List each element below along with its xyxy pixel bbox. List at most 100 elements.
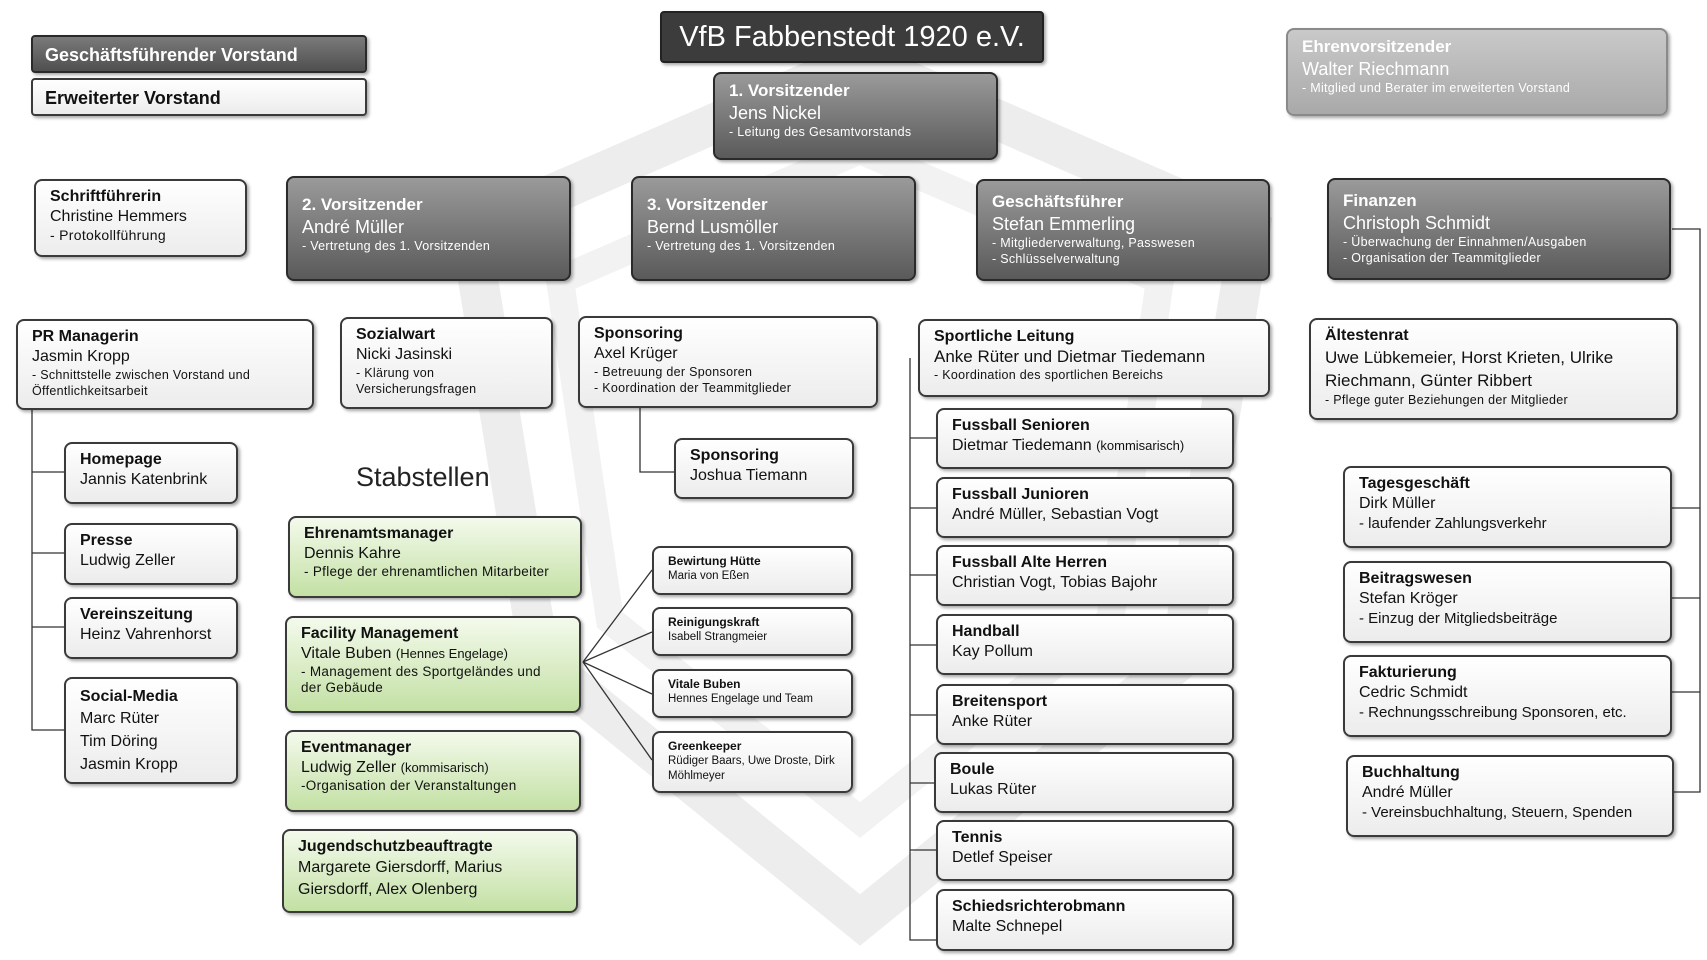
person-name: Maria von Eßen: [668, 570, 750, 582]
name-note: (Hennes Engelage): [395, 646, 508, 661]
person-name-line: Dietmar Tiedemann (kommisarisch): [952, 436, 1222, 456]
role-label: Homepage: [80, 451, 162, 468]
boule-box: Boule Lukas Rüter: [934, 752, 1234, 813]
person-name: Ludwig Zeller: [80, 552, 176, 569]
person-name: André Müller, Sebastian Vogt: [952, 506, 1159, 523]
person-name: Ludwig Zeller: [301, 759, 397, 776]
role-label: Sponsoring: [594, 325, 683, 342]
duty-text: - Vertretung des 1. Vorsitzenden: [302, 239, 491, 253]
role-label: Sozialwart: [356, 326, 436, 343]
duty-text: - Mitgliederverwaltung, Passwesen: [992, 236, 1196, 250]
role-label: Fussball Alte Herren: [952, 554, 1108, 571]
hut-catering-box: Bewirtung Hütte Maria von Eßen: [652, 546, 853, 595]
person-name: Marc Rüter: [80, 710, 160, 727]
role-label: Facility Management: [301, 625, 459, 642]
finance-box: Finanzen Christoph Schmidt - Überwachung…: [1327, 178, 1671, 280]
person-name: Margarete Giersdorff, Marius Giersdorff,…: [298, 859, 503, 898]
person-name: Tim Döring: [80, 733, 158, 750]
duty-text: - Schnittstelle zwischen Vorstand und: [32, 368, 251, 382]
sponsoring-sub-box: Sponsoring Joshua Tiemann: [674, 438, 854, 499]
role-label: Jugendschutzbeauftragte: [298, 838, 493, 855]
homepage-box: Homepage Jannis Katenbrink: [64, 442, 238, 504]
club-title-text: VfB Fabbenstedt 1920 e.V.: [679, 21, 1025, 53]
greenkeeper-box: Greenkeeper Rüdiger Baars, Uwe Droste, D…: [652, 731, 853, 793]
person-name: Jasmin Kropp: [80, 756, 178, 773]
duty-text: Versicherungsfragen: [356, 382, 477, 396]
elders-council-box: Ältestenrat Uwe Lübkemeier, Horst Kriete…: [1309, 318, 1678, 420]
role-label: Finanzen: [1343, 191, 1417, 210]
duty-text: - Koordination der Teammitglieder: [594, 381, 792, 395]
manager-box: Geschäftsführer Stefan Emmerling - Mitgl…: [976, 179, 1270, 281]
sport-lead-box: Sportliche Leitung Anke Rüter und Dietma…: [918, 319, 1270, 397]
duty-text: - Leitung des Gesamtvorstands: [729, 125, 912, 139]
person-name: Nicki Jasinski: [356, 346, 453, 363]
popular-sports-box: Breitensport Anke Rüter: [936, 684, 1234, 745]
person-name: Dietmar Tiedemann: [952, 437, 1092, 454]
role-label: Ehrenamtsmanager: [304, 525, 454, 542]
person-name: Dirk Müller: [1359, 495, 1436, 512]
person-name: Walter Riechmann: [1302, 59, 1450, 79]
person-name: Vitale Buben: [301, 645, 392, 662]
role-label: Ältestenrat: [1325, 327, 1409, 344]
tennis-box: Tennis Detlef Speiser: [936, 820, 1234, 881]
person-name: Jasmin Kropp: [32, 348, 130, 365]
person-name: Kay Pollum: [952, 643, 1033, 660]
role-label: Buchhaltung: [1362, 764, 1460, 781]
person-name: Dennis Kahre: [304, 545, 401, 562]
daily-business-box: Tagesgeschäft Dirk Müller - laufender Za…: [1343, 466, 1672, 548]
duty-text: - Vereinsbuchhaltung, Steuern, Spenden: [1362, 804, 1633, 821]
person-name: Lukas Rüter: [950, 781, 1037, 798]
staff-positions-heading: Stabstellen: [356, 462, 490, 492]
role-label: Fussball Junioren: [952, 486, 1089, 503]
invoicing-box: Fakturierung Cedric Schmidt - Rechnungss…: [1343, 655, 1672, 737]
person-name-line: Ludwig Zeller (kommisarisch): [301, 758, 569, 778]
football-old-men-box: Fussball Alte Herren Christian Vogt, Tob…: [936, 545, 1234, 606]
person-name: Jannis Katenbrink: [80, 471, 208, 488]
role-label: Breitensport: [952, 693, 1048, 710]
referee-lead-box: Schiedsrichterobmann Malte Schnepel: [936, 889, 1234, 951]
role-label: Tagesgeschäft: [1359, 475, 1470, 492]
youth-protection-box: Jugendschutzbeauftragte Margarete Giersd…: [282, 829, 578, 913]
honorary-chair-box: Ehrenvorsitzender Walter Riechmann - Mit…: [1286, 28, 1668, 116]
duty-text: - Pflege der ehrenamtlichen Mitarbeiter: [304, 564, 550, 579]
event-manager-box: Eventmanager Ludwig Zeller (kommisarisch…: [285, 730, 581, 812]
duty-text: - Einzug der Mitgliedsbeiträge: [1359, 610, 1558, 627]
cleaning-box: Reinigungskraft Isabell Strangmeier: [652, 607, 853, 656]
person-name: Bernd Lusmöller: [647, 217, 779, 237]
role-label: Fussball Senioren: [952, 417, 1090, 434]
legend-executive-label: Geschäftsführender Vorstand: [45, 45, 298, 65]
role-label: Fakturierung: [1359, 664, 1457, 681]
person-name: André Müller: [1362, 784, 1453, 801]
person-name: Christine Hemmers: [50, 208, 187, 225]
pr-manager-box: PR Managerin Jasmin Kropp - Schnittstell…: [16, 319, 314, 410]
duty-text: - laufender Zahlungsverkehr: [1359, 515, 1547, 532]
chair3-box: 3. Vorsitzender Bernd Lusmöller - Vertre…: [631, 176, 916, 281]
role-label: Greenkeeper: [668, 739, 742, 753]
sponsoring-box: Sponsoring Axel Krüger - Betreuung der S…: [578, 316, 878, 408]
person-name: Anke Rüter: [952, 713, 1033, 730]
football-juniors-box: Fussball Junioren André Müller, Sebastia…: [936, 477, 1234, 538]
person-name: Stefan Emmerling: [992, 214, 1136, 234]
duty-text: - Koordination des sportlichen Bereichs: [934, 368, 1164, 382]
role-label: 2. Vorsitzender: [302, 195, 423, 214]
duty-text: - Pflege guter Beziehungen der Mitgliede…: [1325, 393, 1568, 407]
duty-text: - Überwachung der Einnahmen/Ausgaben: [1343, 235, 1587, 249]
chair1-box: 1. Vorsitzender Jens Nickel - Leitung de…: [713, 72, 998, 160]
role-label: Schiedsrichterobmann: [952, 898, 1126, 915]
person-name: Christoph Schmidt: [1343, 213, 1491, 233]
person-name: Cedric Schmidt: [1359, 684, 1468, 701]
club-newspaper-box: Vereinszeitung Heinz Vahrenhorst: [64, 597, 238, 659]
role-label: Tennis: [952, 829, 1003, 846]
duty-text: - Klärung von: [356, 366, 435, 380]
person-name: Christian Vogt, Tobias Bajohr: [952, 574, 1158, 591]
duty-text: Öffentlichkeitsarbeit: [32, 384, 148, 398]
social-media-box: Social-Media Marc Rüter Tim Döring Jasmi…: [64, 677, 238, 784]
person-name: Jens Nickel: [729, 103, 822, 123]
role-label: Reinigungskraft: [668, 615, 760, 629]
name-note: (kommisarisch): [400, 760, 489, 775]
name-note: (kommisarisch): [1096, 438, 1185, 453]
role-label: Vitale Buben: [668, 677, 741, 691]
volunteer-manager-box: Ehrenamtsmanager Dennis Kahre - Pflege d…: [288, 516, 582, 598]
person-name: Axel Krüger: [594, 345, 678, 362]
